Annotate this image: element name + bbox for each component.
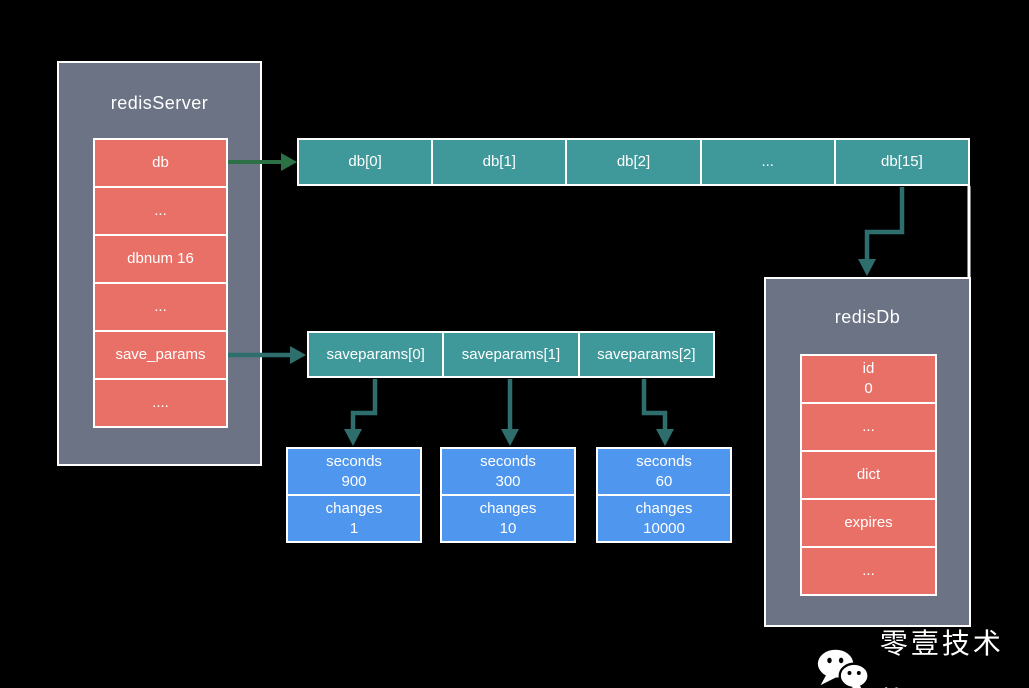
seconds-label: seconds [636, 452, 692, 470]
seconds-value: 300 [495, 472, 521, 490]
seconds-label: seconds [480, 452, 536, 470]
db-array-cell-0-label: db[0] [348, 153, 382, 170]
changes-value: 10 [499, 519, 517, 537]
field-save-params: save_params [95, 332, 226, 378]
saveparams-cell-0-label: saveparams[0] [326, 345, 425, 363]
field-dbnum-label: dbnum 16 [127, 250, 194, 267]
field-ellipsis-2-label: ... [154, 298, 167, 315]
wechat-icon [817, 649, 870, 688]
field-db: db [95, 140, 226, 186]
field-dict-label: dict [856, 466, 881, 483]
field-ellipsis-3-label: .... [152, 394, 169, 411]
redis-server-title: redisServer [110, 93, 209, 113]
saveparam-node-2-seconds: seconds 60 [598, 449, 730, 494]
field-ellipsis-1: ... [95, 188, 226, 234]
arrow-saveparams1-to-node [501, 379, 519, 446]
saveparam-node-0: seconds 900 changes 1 [286, 447, 422, 543]
field-ellipsis-3: .... [95, 380, 226, 426]
saveparams-cell-1-label: saveparams[1] [461, 345, 561, 363]
db-array-cell-15: db[15] [835, 140, 969, 184]
field-id: id 0 [802, 356, 935, 402]
redis-server-box: redisServer db ... dbnum 16 ... save_par… [57, 61, 262, 466]
field-db-ellipsis-2: ... [802, 548, 935, 594]
db-array-row: db[0] db[1] db[2] ... db[15] [297, 138, 970, 186]
saveparam-node-1: seconds 300 changes 10 [440, 447, 576, 543]
field-db-label: db [152, 154, 169, 171]
db-array-cell-ellipsis: ... [701, 140, 834, 184]
saveparams-cell-1: saveparams[1] [444, 333, 578, 376]
field-dbnum: dbnum 16 [95, 236, 226, 282]
saveparams-cell-0: saveparams[0] [309, 333, 443, 376]
db-array-cell-1: db[1] [433, 140, 566, 184]
db-array-cell-0: db[0] [299, 140, 432, 184]
field-ellipsis-2: ... [95, 284, 226, 330]
saveparams-cell-2-label: saveparams[2] [597, 345, 696, 363]
field-ellipsis-1-label: ... [154, 202, 167, 219]
redis-server-fields: db ... dbnum 16 ... save_params .... [93, 138, 228, 428]
db-array-cell-15-label: db[15] [881, 153, 923, 170]
arrow-saveparams2-to-node [641, 379, 674, 446]
saveparam-node-1-seconds: seconds 300 [442, 449, 574, 494]
changes-value: 1 [349, 519, 359, 537]
saveparam-node-2: seconds 60 changes 10000 [596, 447, 732, 543]
arrow-saveparams0-to-node [344, 379, 378, 446]
redis-db-fields: id 0 ... dict expires ... [800, 354, 937, 596]
seconds-value: 60 [655, 472, 673, 490]
seconds-value: 900 [341, 472, 367, 490]
changes-label: changes [325, 499, 383, 517]
field-db-ellipsis-2-label: ... [862, 562, 875, 579]
field-db-ellipsis-1: ... [802, 404, 935, 450]
db-array-cell-2: db[2] [567, 140, 700, 184]
saveparam-node-0-changes: changes 1 [288, 496, 420, 541]
field-db-ellipsis-1-label: ... [862, 418, 875, 435]
field-id-label: id [862, 360, 875, 377]
saveparams-array-row: saveparams[0] saveparams[1] saveparams[2… [307, 331, 715, 378]
arrow-db15-to-redisdb [858, 187, 905, 276]
db-array-cell-1-label: db[1] [482, 153, 516, 170]
saveparam-node-2-changes: changes 10000 [598, 496, 730, 541]
saveparam-node-0-seconds: seconds 900 [288, 449, 420, 494]
field-save-params-label: save_params [115, 346, 206, 363]
saveparam-node-1-changes: changes 10 [442, 496, 574, 541]
changes-value: 10000 [643, 519, 685, 537]
field-id-value: 0 [864, 380, 873, 397]
field-expires: expires [802, 500, 935, 546]
redis-db-box: redisDb id 0 ... dict expires ... [764, 277, 971, 627]
watermark: 零壹技术栈 [816, 615, 1029, 688]
watermark-text: 零壹技术栈 [879, 628, 1004, 688]
changes-label: changes [479, 499, 537, 517]
changes-label: changes [635, 499, 693, 517]
db-array-cell-ellipsis-label: ... [761, 153, 774, 170]
field-expires-label: expires [844, 514, 893, 531]
field-dict: dict [802, 452, 935, 498]
db-array-cell-2-label: db[2] [616, 153, 651, 170]
saveparams-cell-2: saveparams[2] [579, 333, 713, 376]
seconds-label: seconds [326, 452, 382, 470]
redis-db-title: redisDb [834, 307, 901, 327]
